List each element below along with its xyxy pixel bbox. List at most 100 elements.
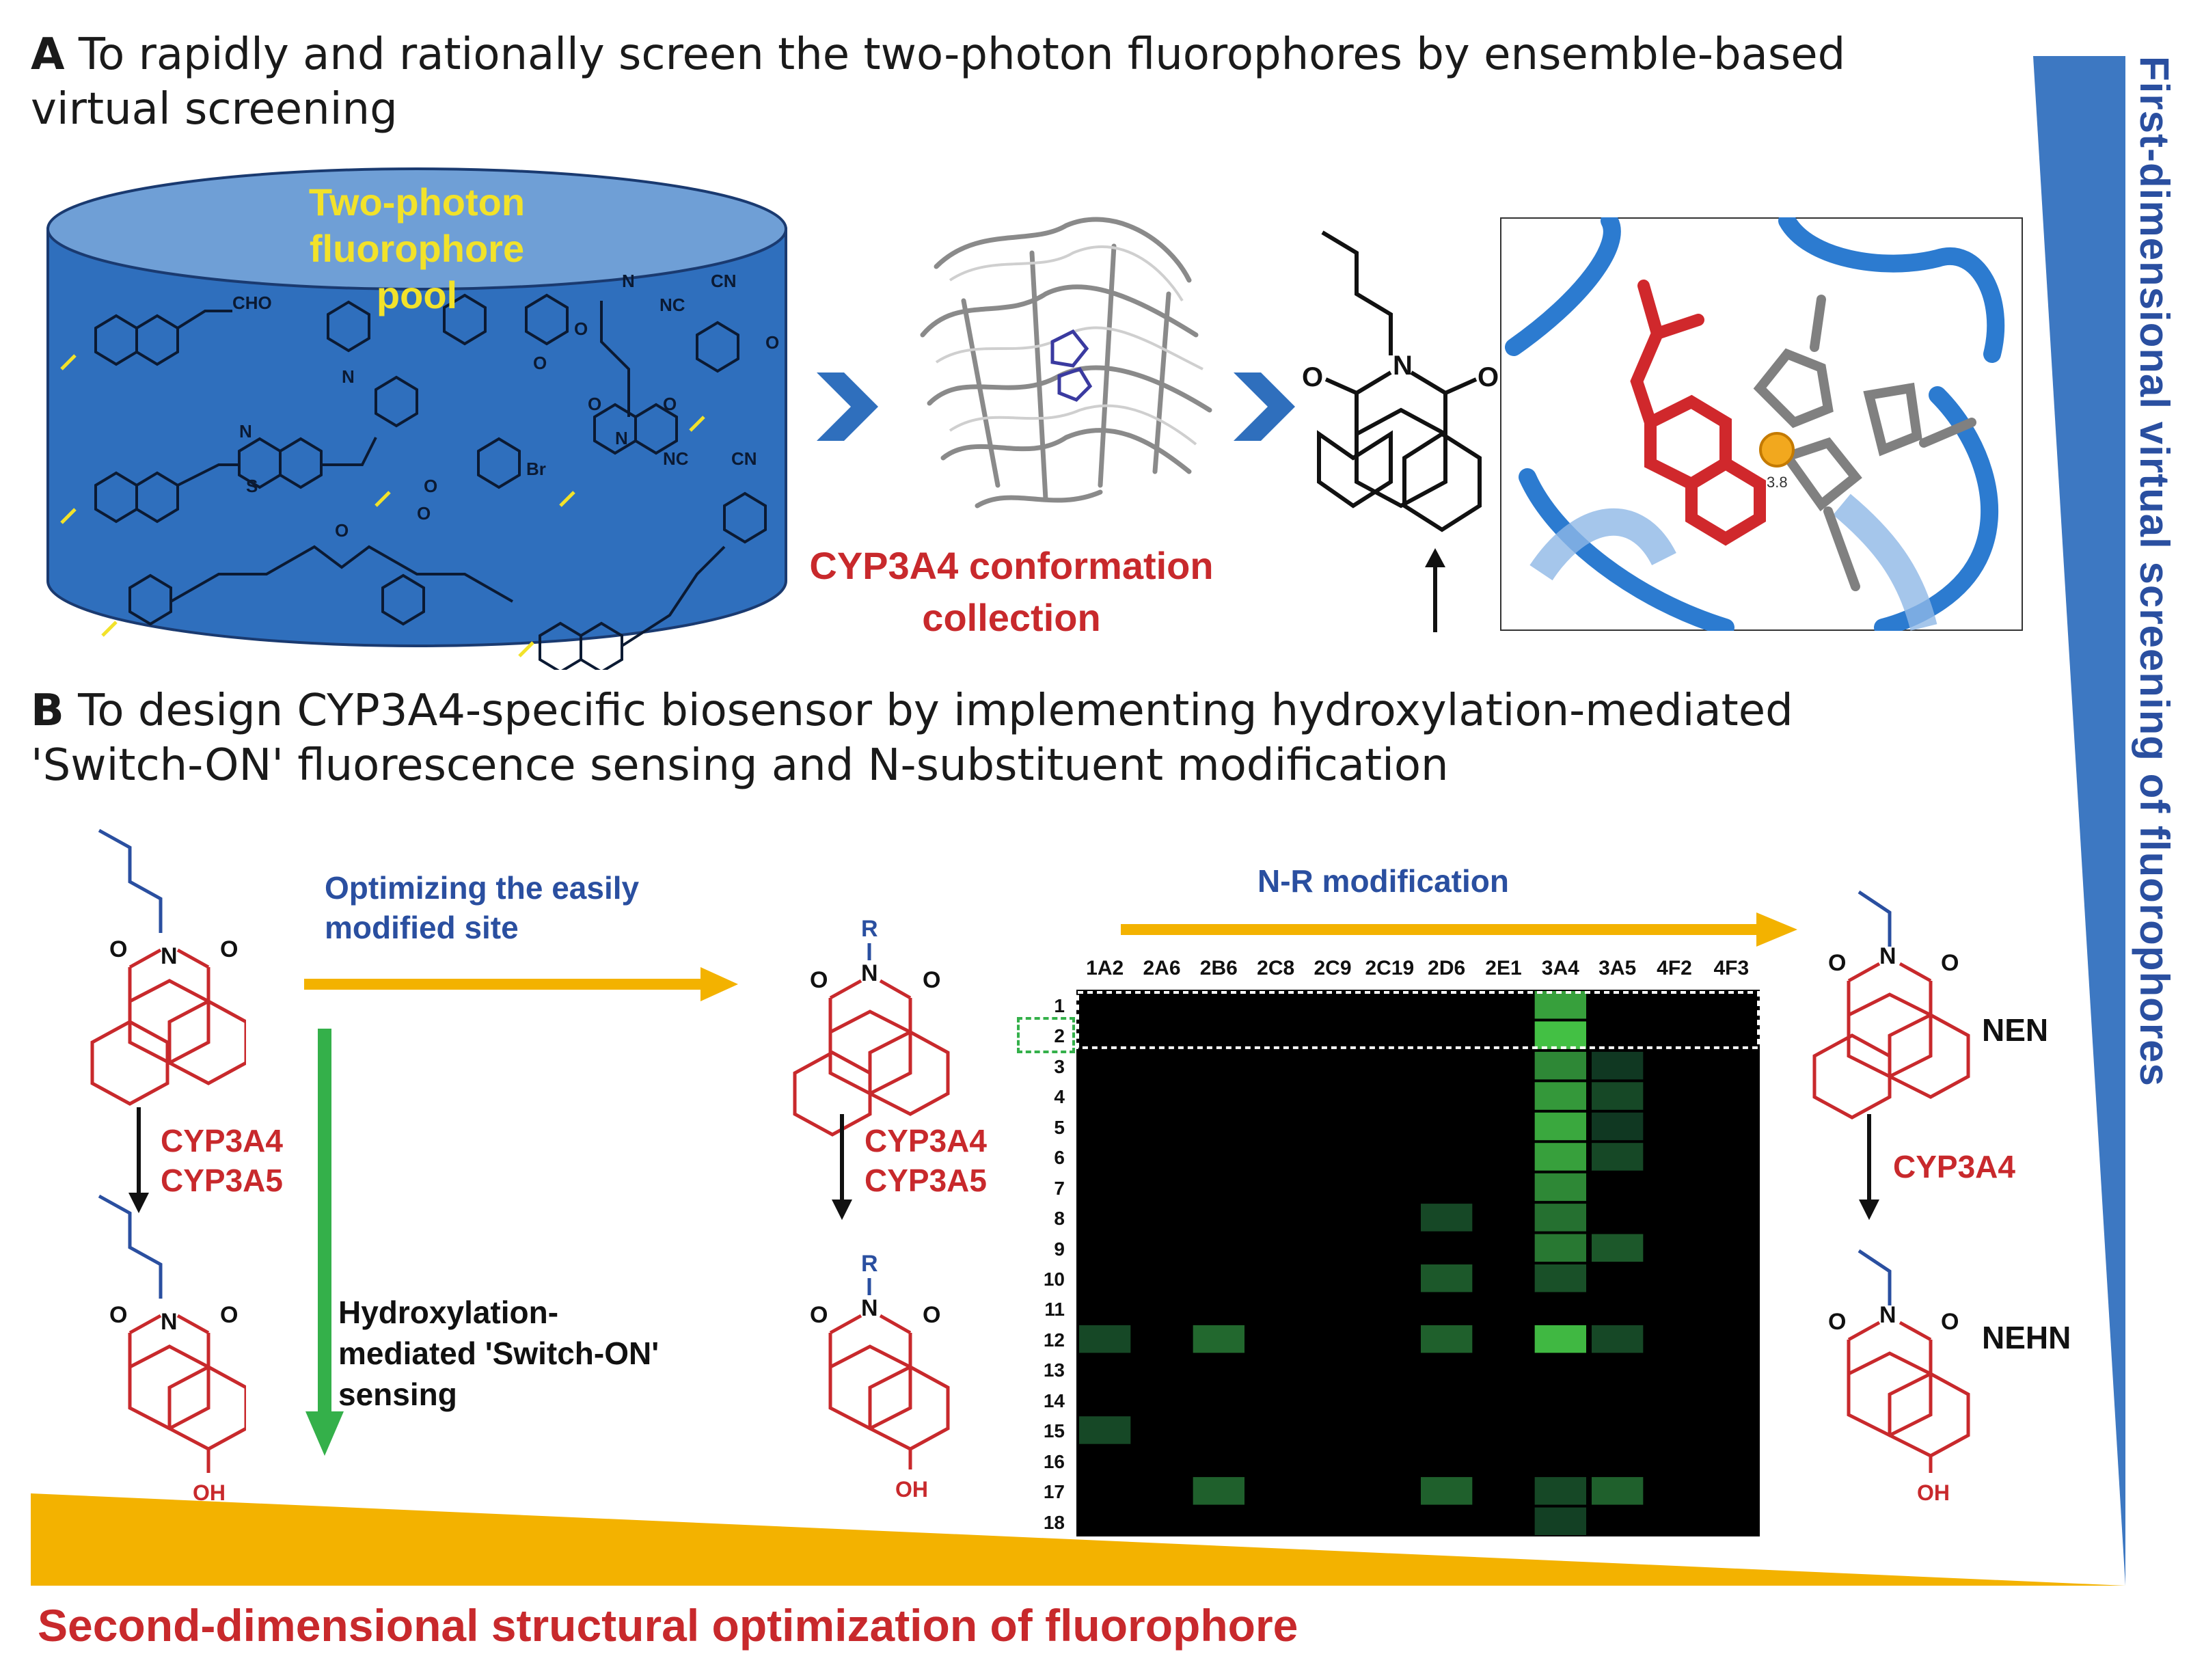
heatmap-column-label: 2C9 [1314, 957, 1352, 979]
heatmap-row-label: 12 [1043, 1329, 1065, 1351]
heatmap-column-label: 3A5 [1598, 957, 1637, 979]
pool-label-cn2: CN [731, 448, 757, 469]
pool-label-o5: O [663, 394, 677, 414]
mol-b2-r: R [861, 916, 878, 942]
pool-label-o3: O [765, 332, 779, 353]
conformation-line1: CYP3A4 conformation [809, 544, 1214, 587]
mol-nehn-oh: OH [1917, 1480, 1950, 1504]
heatmap-cell [1534, 1325, 1586, 1353]
mol-b2h-n: N [861, 1295, 878, 1321]
mol-b1-oh: OH [193, 1480, 226, 1505]
pool-label-n3: N [615, 428, 628, 448]
r-naphthalimide-pair: R R N O O N O O OH [793, 916, 950, 1502]
pool-label-n1: N [622, 271, 635, 291]
mol-b2-o2: O [923, 967, 940, 993]
pool-label-s: S [246, 476, 258, 496]
panel-b-heading-line2: 'Switch-ON' fluorescence sensing and N-s… [31, 740, 1449, 791]
pool-label-nc2: NC [663, 448, 689, 469]
row-2-marker [1017, 1017, 1075, 1053]
heatmap-cell [1421, 1325, 1473, 1353]
pool-label-cho: CHO [232, 293, 272, 313]
enzyme-single: CYP3A4 [1893, 1149, 2015, 1184]
heatmap-column-label: 2E1 [1485, 957, 1522, 979]
mol-b1-n: N [161, 943, 178, 969]
optimizing-line1: Optimizing the easily [325, 870, 640, 906]
mol-b1-o2: O [220, 936, 238, 962]
pool-label-o7: O [417, 503, 431, 524]
hydroxylation-line2: mediated 'Switch-ON' [338, 1336, 659, 1371]
heatmap-background [1076, 990, 1760, 1536]
pool-label-o8: O [335, 520, 349, 541]
reaction-arrow-2 [832, 1114, 852, 1220]
heatmap-row-label: 8 [1054, 1208, 1065, 1230]
pool-label-n4: N [239, 421, 252, 442]
mol-b1h-n: N [161, 1309, 178, 1335]
nr-modification-label: N-R modification [1257, 863, 1509, 899]
heatmap-row-label: 13 [1043, 1359, 1065, 1381]
heatmap-column-label: 1A2 [1086, 957, 1124, 979]
heatmap-cell [1534, 1021, 1586, 1049]
hydroxylation-label: Hydroxylation- mediated 'Switch-ON' sens… [338, 1292, 659, 1415]
heatmap-column-label: 3A4 [1541, 957, 1579, 979]
mol-nen-o2: O [1941, 950, 1959, 976]
heatmap-row-label: 4 [1054, 1086, 1065, 1108]
panel-b-heading-line1: To design CYP3A4-specific biosensor by i… [78, 686, 1793, 736]
enzyme-pair-2-b: CYP3A5 [865, 1163, 987, 1198]
heatmap-row-label: 18 [1043, 1511, 1065, 1533]
heatmap-row-label: 14 [1043, 1390, 1065, 1411]
pool-title-line2: fluorophore pool [309, 227, 525, 316]
mol-nehn-n: N [1879, 1302, 1896, 1328]
nr-modification-arrow [1121, 912, 1797, 947]
hydroxylation-arrow [305, 1029, 344, 1456]
heatmap-row-label: 16 [1043, 1450, 1065, 1472]
horizontal-optimization-wedge [31, 1493, 2125, 1586]
heatmap-row-label: 17 [1043, 1481, 1065, 1503]
hydroxylation-line1: Hydroxylation- [338, 1295, 559, 1330]
fluorophore-pool-cylinder: CHO N O O NC CN N O N O O S N O Br O NC … [46, 167, 787, 670]
heatmap-row-label: 11 [1044, 1299, 1065, 1320]
heatmap-cell [1592, 1051, 1644, 1080]
heatmap [1076, 990, 1760, 1536]
mol-nehn-o2: O [1941, 1309, 1959, 1335]
docking-distance: 3.8 [1767, 474, 1788, 491]
pool-label-n2: N [342, 366, 355, 387]
pool-label-cn: CN [711, 271, 737, 291]
enzyme-pair-1: CYP3A4 CYP3A5 [161, 1121, 283, 1200]
heatmap-cell [1534, 1051, 1586, 1080]
mol-nehn-o1: O [1828, 1309, 1846, 1335]
panel-a-letter: A [31, 29, 65, 80]
heatmap-row-label: 6 [1054, 1147, 1065, 1169]
hydroxylation-line3: sensing [338, 1377, 457, 1412]
nen-nehn-pair: N O O N O O OH [1812, 890, 1970, 1504]
mol-nen-o1: O [1828, 950, 1846, 976]
reaction-arrow-3 [1859, 1114, 1879, 1220]
protein-structure-image [920, 217, 1212, 509]
mol-b2-oh: OH [895, 1477, 928, 1502]
mol-a-o2: O [1478, 362, 1499, 392]
heatmap-cell [1534, 991, 1586, 1019]
mol-b1h-o1: O [109, 1302, 127, 1328]
heatmap-cell [1421, 1264, 1473, 1292]
heatmap-row-label: 3 [1054, 1055, 1065, 1077]
heatmap-column-label: 2A6 [1143, 957, 1181, 979]
mol-b2-o1: O [810, 967, 828, 993]
heatmap-row-label: 2 [1054, 1025, 1065, 1047]
heatmap-cell [1534, 1204, 1586, 1232]
mol-b2h-r: R [861, 1251, 878, 1277]
optimizing-label: Optimizing the easily modified site [325, 868, 639, 947]
heatmap-highlight-box [1076, 991, 1760, 1049]
heatmap-column-label: 2C19 [1365, 957, 1415, 979]
heatmap-row-label: 10 [1043, 1269, 1065, 1290]
heatmap-row-label: 5 [1054, 1116, 1065, 1138]
pool-label-br: Br [526, 459, 546, 479]
vertical-axis-label: First-dimensional virtual screening of f… [2132, 56, 2177, 1087]
pool-label-o4: O [588, 394, 601, 414]
heatmap-cell [1534, 1507, 1586, 1535]
reaction-arrow-1 [128, 1107, 149, 1213]
heatmap-row-label: 9 [1054, 1238, 1065, 1260]
butyl-naphthalimide-pair: N O O N O O OH [90, 828, 246, 1505]
pool-label-o2: O [574, 319, 588, 339]
optimizing-line2: modified site [325, 910, 519, 945]
